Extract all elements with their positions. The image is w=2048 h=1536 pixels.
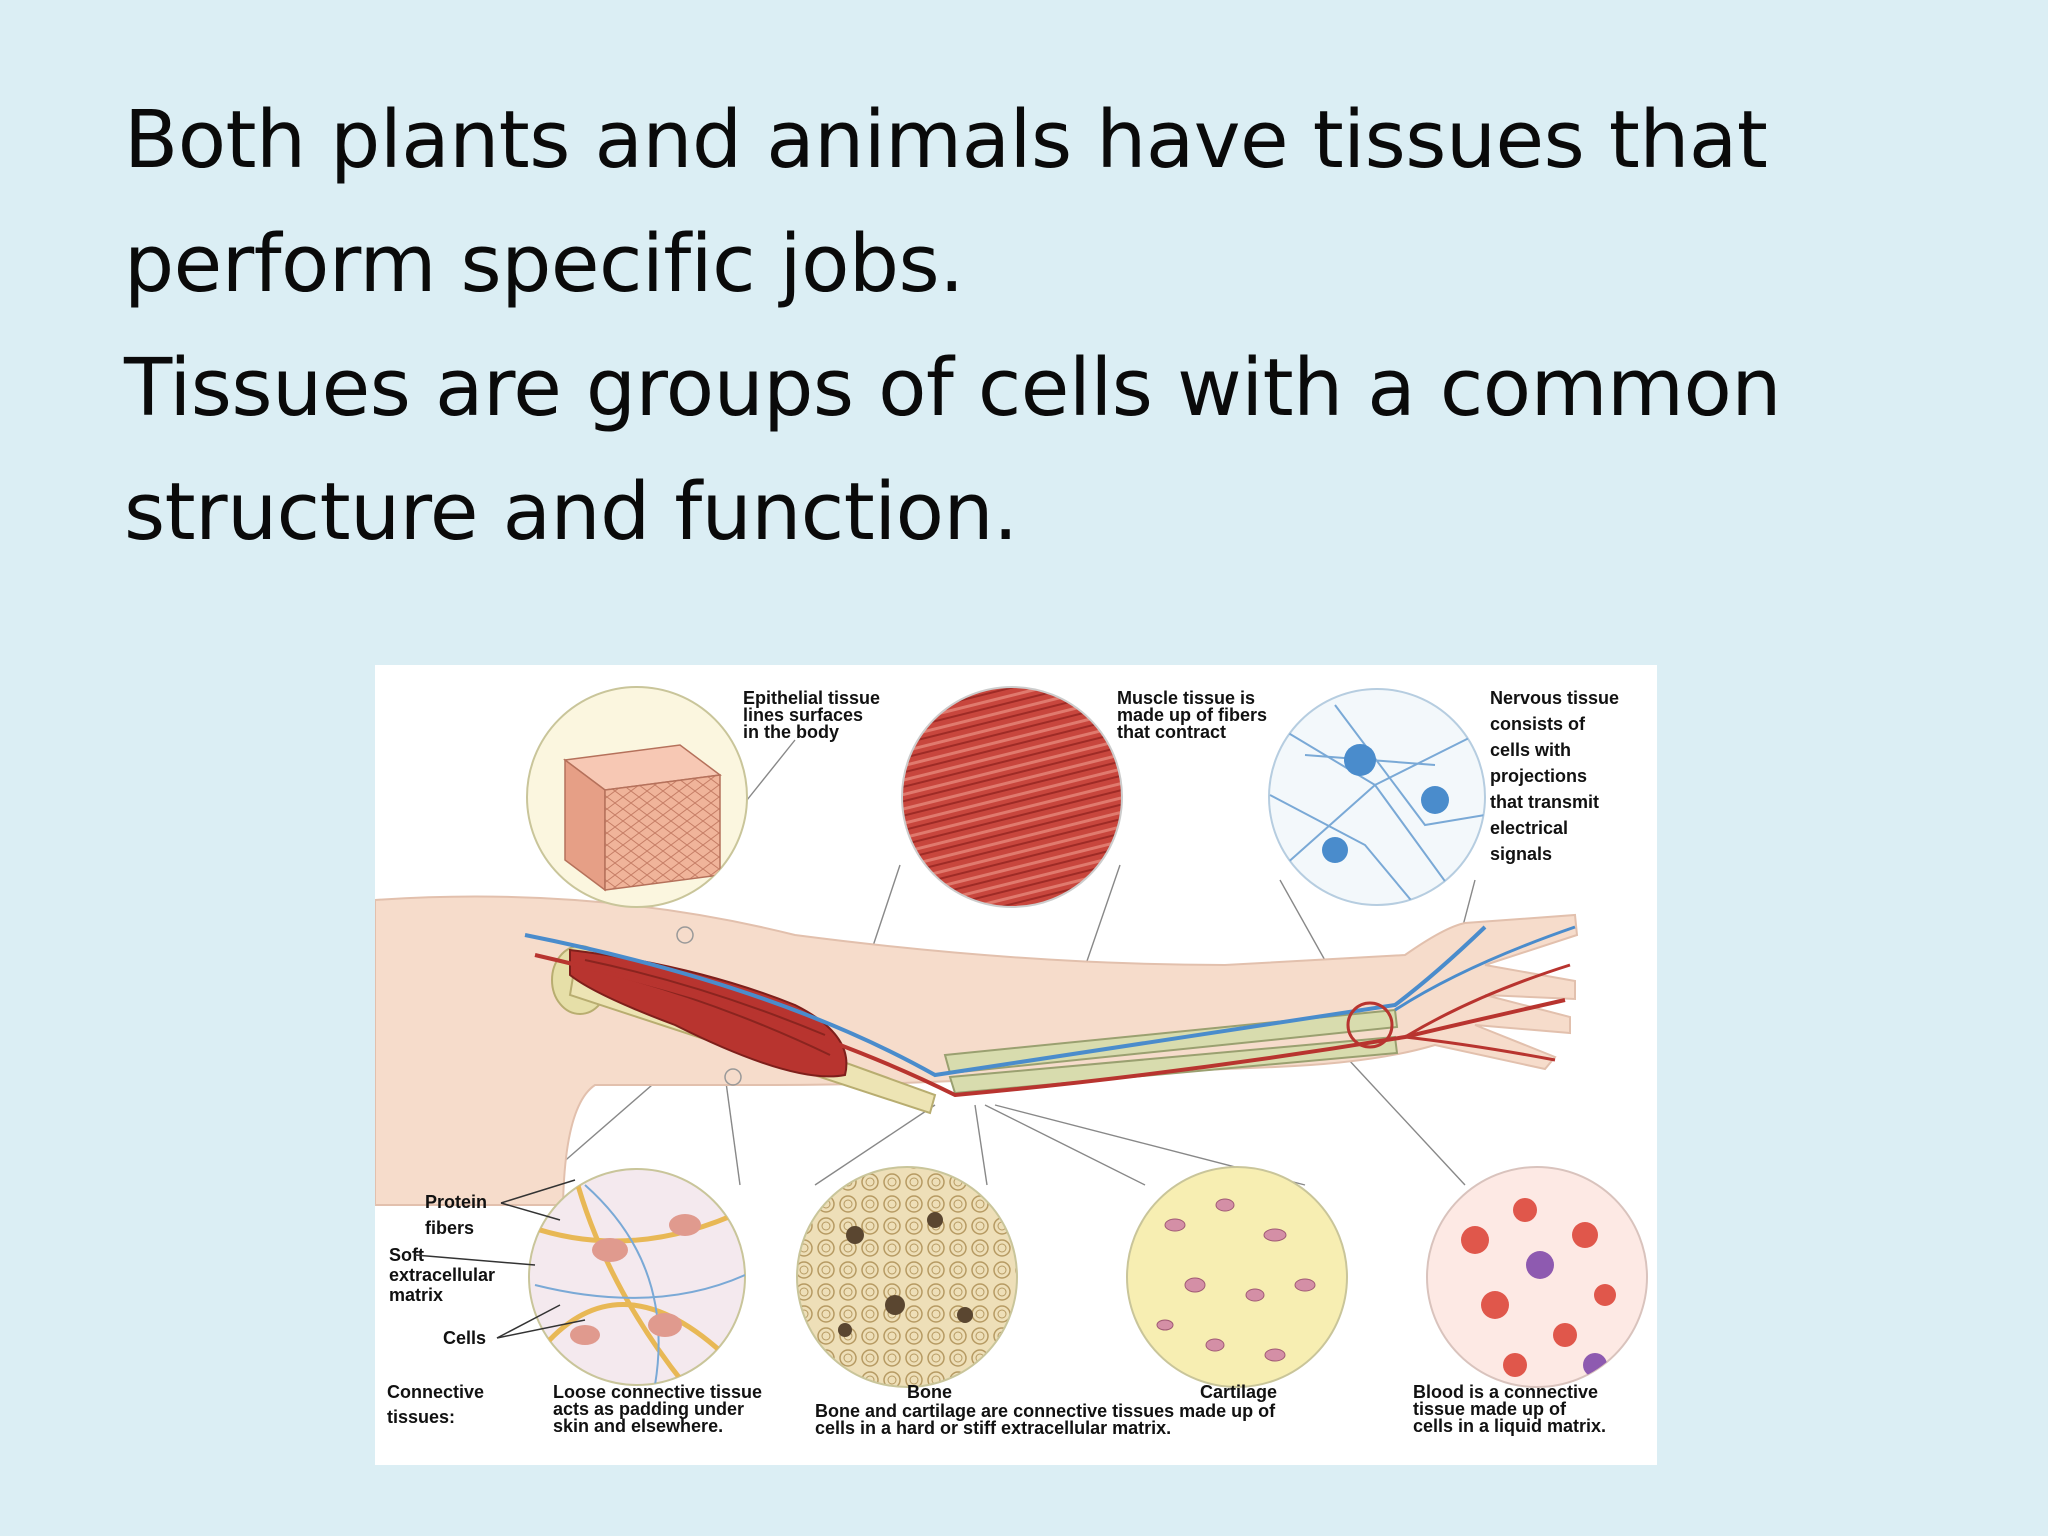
muscle-label: Muscle tissue is made up of fibers that …: [1117, 688, 1272, 742]
nervous-tissue-circle: [1268, 688, 1486, 906]
text-line-1: Both plants and animals have tissues tha…: [124, 94, 1768, 186]
text-line-3: Tissues are groups of cells with a commo…: [124, 342, 1781, 434]
tissue-diagram: Epithelial tissue lines surfaces in the …: [375, 665, 1657, 1465]
slide-body-text: Both plants and animals have tissues tha…: [124, 78, 1984, 574]
soft-matrix-label: Soft extracellular matrix: [389, 1245, 500, 1305]
bone-label: Bone: [907, 1382, 952, 1402]
loose-connective-label: Loose connective tissue acts as padding …: [553, 1382, 767, 1436]
pointer-lines: [414, 1179, 586, 1339]
loose-connective-tissue-circle: [528, 1168, 746, 1386]
muscle-tissue-circle: [901, 686, 1123, 908]
nervous-label: Nervous tissue consists of cells with pr…: [1490, 688, 1624, 864]
arm-illustration: [375, 895, 1579, 1206]
cartilage-label: Cartilage: [1200, 1382, 1277, 1402]
protein-fibers-label: Protein fibers: [425, 1192, 492, 1238]
tissue-diagram-svg: Epithelial tissue lines surfaces in the …: [375, 686, 1648, 1438]
cells-label: Cells: [443, 1328, 486, 1348]
blood-label: Blood is a connective tissue made up of …: [1413, 1382, 1606, 1436]
epithelial-tissue-circle: [526, 686, 748, 908]
text-line-4: structure and function.: [124, 466, 1018, 558]
text-line-2: perform specific jobs.: [124, 218, 964, 310]
blood-tissue-circle: [1426, 1166, 1648, 1388]
bone-cartilage-label: Bone and cartilage are connective tissue…: [815, 1401, 1280, 1438]
cartilage-tissue-circle: [1126, 1166, 1348, 1388]
epithelial-label: Epithelial tissue lines surfaces in the …: [743, 688, 885, 742]
connective-label: Connective tissues:: [387, 1382, 489, 1427]
bone-tissue-circle: [796, 1166, 1018, 1388]
